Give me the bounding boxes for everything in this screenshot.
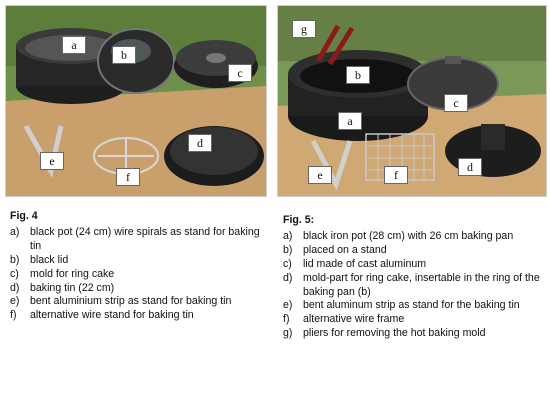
caption-text: lid made of cast aluminum — [303, 257, 427, 270]
caption-letter: e) — [283, 299, 293, 312]
fig5-label-a: a — [338, 112, 362, 130]
fig5-caption-item: g) pliers for removing the hot baking mol… — [283, 327, 547, 341]
fig4-caption-item: c) mold for ring cake — [10, 268, 272, 282]
fig4-label-b: b — [112, 46, 136, 64]
fig5-caption: Fig. 5: a) black iron pot (28 cm) with 26… — [283, 210, 547, 341]
caption-letter: c) — [10, 267, 19, 280]
caption-letter: c) — [283, 257, 292, 270]
fig5-caption-item: f) alternative wire frame — [283, 313, 547, 327]
caption-text: alternative wire stand for baking tin — [30, 309, 194, 322]
fig4-caption: Fig. 4 a) black pot (24 cm) wire spirals … — [10, 210, 272, 323]
caption-letter: b) — [283, 243, 293, 256]
caption-letter: g) — [283, 327, 293, 340]
caption-letter: d) — [283, 271, 293, 284]
caption-text: bent aluminium strip as stand for baking… — [30, 295, 232, 308]
fig4-caption-item: b) black lid — [10, 254, 272, 268]
fig4-photo: a b c d e f — [5, 5, 267, 197]
ring-mold-d-tube — [481, 124, 505, 150]
fig4-label-c: c — [228, 64, 252, 82]
fig4-caption-item: e) bent aluminium strip as stand for baki… — [10, 295, 272, 309]
fig5-caption-item: b) placed on a stand — [283, 244, 547, 258]
caption-text: mold for ring cake — [30, 267, 115, 280]
caption-letter: d) — [10, 281, 20, 294]
fig4-label-e: e — [40, 152, 64, 170]
caption-text: black pot (24 cm) wire spirals as stand … — [30, 225, 260, 252]
caption-letter: e) — [10, 295, 20, 308]
caption-letter: f) — [10, 309, 17, 322]
caption-text: placed on a stand — [303, 243, 387, 256]
fig5-label-d: d — [458, 158, 482, 176]
caption-letter: a) — [283, 229, 293, 242]
caption-text: black iron pot (28 cm) with 26 cm baking… — [303, 229, 514, 242]
fig4-caption-item: f) alternative wire stand for baking tin — [10, 309, 272, 323]
fig5-caption-item: c) lid made of cast aluminum — [283, 258, 547, 272]
pliers-g-handle — [315, 24, 341, 63]
caption-letter: a) — [10, 225, 20, 238]
fig5-label-c: c — [444, 94, 468, 112]
lid-b — [97, 28, 175, 94]
fig4-title: Fig. 4 — [10, 210, 38, 222]
caption-text: baking tin (22 cm) — [30, 281, 115, 294]
caption-text: bent aluminum strip as stand for the bak… — [303, 299, 520, 312]
fig4-label-d: d — [188, 134, 212, 152]
fig4-label-a: a — [62, 36, 86, 54]
fig5-title: Fig. 5: — [283, 214, 315, 226]
fig4-caption-item: d) baking tin (22 cm) — [10, 282, 272, 296]
caption-text: mold-part for ring cake, insertable in t… — [303, 271, 540, 298]
fig5-label-f: f — [384, 166, 408, 184]
grass-far — [278, 6, 546, 61]
caption-text: pliers for removing the hot baking mold — [303, 327, 486, 340]
fig5-photo: g b a c d e f — [277, 5, 547, 197]
caption-letter: f) — [283, 313, 290, 326]
baking-tin-d-inner — [170, 127, 258, 175]
aluminium-strip-e — [23, 124, 64, 178]
caption-text: alternative wire frame — [303, 313, 405, 326]
caption-letter: b) — [10, 253, 20, 266]
fig5-label-e: e — [308, 166, 332, 184]
cast-lid-c-knob — [445, 56, 461, 64]
ring-mold-c-center — [206, 53, 226, 63]
fig4-caption-item: a) black pot (24 cm) wire spirals as stan… — [10, 226, 272, 254]
fig5-caption-item: e) bent aluminum strip as stand for the b… — [283, 299, 547, 313]
fig5-caption-item: a) black iron pot (28 cm) with 26 cm baki… — [283, 230, 547, 244]
pliers-g-handle — [327, 26, 355, 66]
fig4-label-f: f — [116, 168, 140, 186]
fig5-label-b: b — [346, 66, 370, 84]
fig5-label-g: g — [292, 20, 316, 38]
fig5-caption-item: d) mold-part for ring cake, insertable in… — [283, 272, 547, 300]
aluminum-strip-e — [310, 139, 353, 191]
caption-text: black lid — [30, 253, 69, 266]
